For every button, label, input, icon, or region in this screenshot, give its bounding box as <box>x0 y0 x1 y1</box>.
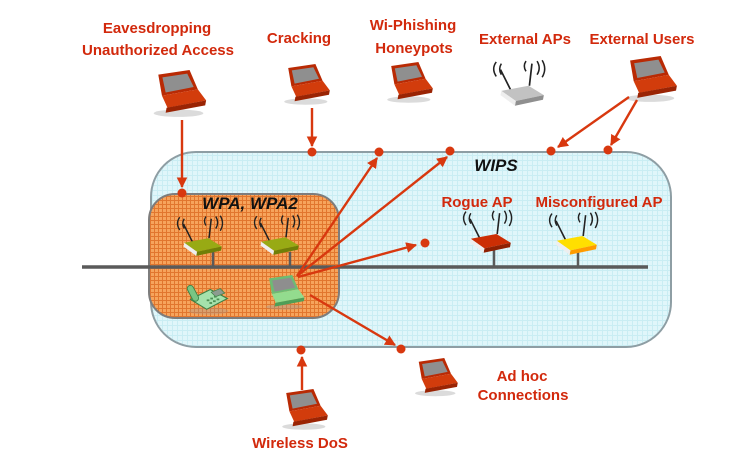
authorized-ap-2-icon <box>255 215 300 255</box>
external-ap-icon <box>494 60 545 105</box>
dot-ad-hoc <box>396 344 406 354</box>
authorized-ap-1-icon <box>178 216 223 256</box>
rogue-ap-icon <box>464 210 512 253</box>
external-users-laptop-icon <box>625 56 677 102</box>
connection-dots <box>177 145 613 355</box>
wpa-zone-label: WPA, WPA2 <box>202 194 298 213</box>
wireless-dos-label: Wireless DoS <box>252 435 348 452</box>
arrow-client-to-honeypot-2 <box>296 156 448 277</box>
dot-external-user-1 <box>546 146 556 156</box>
internal-client-laptop-icon <box>265 275 305 310</box>
ad-hoc-label-line2: Connections <box>477 387 569 404</box>
dot-honeypot-2 <box>445 146 455 156</box>
wi-phishing-laptop-icon <box>387 62 433 103</box>
arrow-external-user-2 <box>609 99 639 146</box>
eavesdropping-label-line2: Unauthorized Access <box>82 42 234 59</box>
wips-zone-label: WIPS <box>474 156 518 175</box>
internal-voip-phone-icon <box>185 283 229 316</box>
misconfigured-ap-icon <box>550 212 598 255</box>
arrow-external-user-1 <box>557 96 630 148</box>
arrow-client-to-honeypot-1 <box>296 157 378 277</box>
eavesdropping-label-line1: Eavesdropping <box>102 20 212 37</box>
ad-hoc-label-line1: Ad hoc <box>496 368 548 385</box>
wi-phishing-label-line1: Wi-Phishing <box>369 17 457 34</box>
arrow-ad-hoc <box>309 293 396 347</box>
wi-phishing-label-line2: Honeypots <box>375 40 453 57</box>
ad-hoc-laptop-icon <box>415 358 458 397</box>
cracking-laptop-icon <box>284 64 330 105</box>
wpa-secure-zone <box>148 193 340 319</box>
external-aps-label: External APs <box>479 31 571 48</box>
eavesdropping-laptop-icon <box>153 70 207 117</box>
cracking-label: Cracking <box>266 30 332 47</box>
wireless-dos-laptop-icon <box>282 389 328 430</box>
attack-arrows <box>176 96 639 390</box>
external-users-label: External Users <box>589 31 695 48</box>
dot-eavesdropping <box>177 188 187 198</box>
dot-association <box>420 238 430 248</box>
dot-wireless-dos <box>296 345 306 355</box>
dot-external-user-2 <box>603 145 613 155</box>
dot-cracking <box>307 147 317 157</box>
rogue-ap-label: Rogue AP <box>441 194 513 211</box>
arrow-client-association <box>297 242 418 279</box>
dot-honeypot-1 <box>374 147 384 157</box>
misconfigured-ap-label: Misconfigured AP <box>535 194 663 211</box>
